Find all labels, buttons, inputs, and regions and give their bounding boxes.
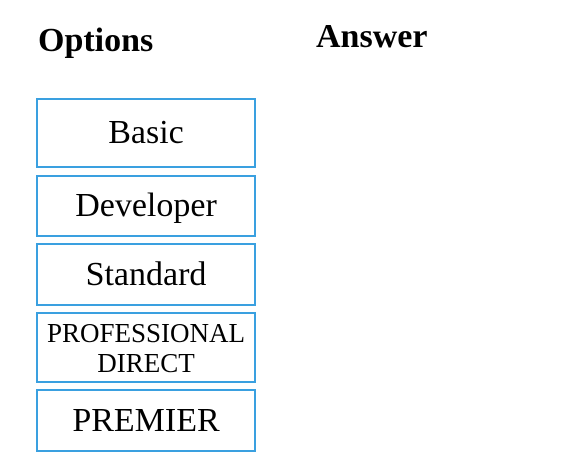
option-label-line-1: PROFESSIONAL — [46, 317, 246, 348]
option-label-line-2: DIRECT — [97, 347, 195, 378]
answer-heading: Answer — [316, 18, 428, 55]
options-heading: Options — [38, 22, 154, 59]
option-label-basic: Basic — [108, 114, 184, 151]
option-standard[interactable]: Standard — [36, 243, 256, 306]
option-label-professional-direct: PROFESSIONAL DIRECT — [47, 318, 245, 378]
option-premier[interactable]: PREMIER — [36, 389, 256, 452]
option-label-premier: PREMIER — [72, 401, 220, 439]
option-professional-direct[interactable]: PROFESSIONAL DIRECT — [36, 312, 256, 383]
option-label-developer: Developer — [75, 187, 217, 224]
option-basic[interactable]: Basic — [36, 98, 256, 168]
option-developer[interactable]: Developer — [36, 175, 256, 237]
answer-drop-area[interactable] — [300, 70, 550, 450]
option-label-standard: Standard — [85, 255, 207, 293]
